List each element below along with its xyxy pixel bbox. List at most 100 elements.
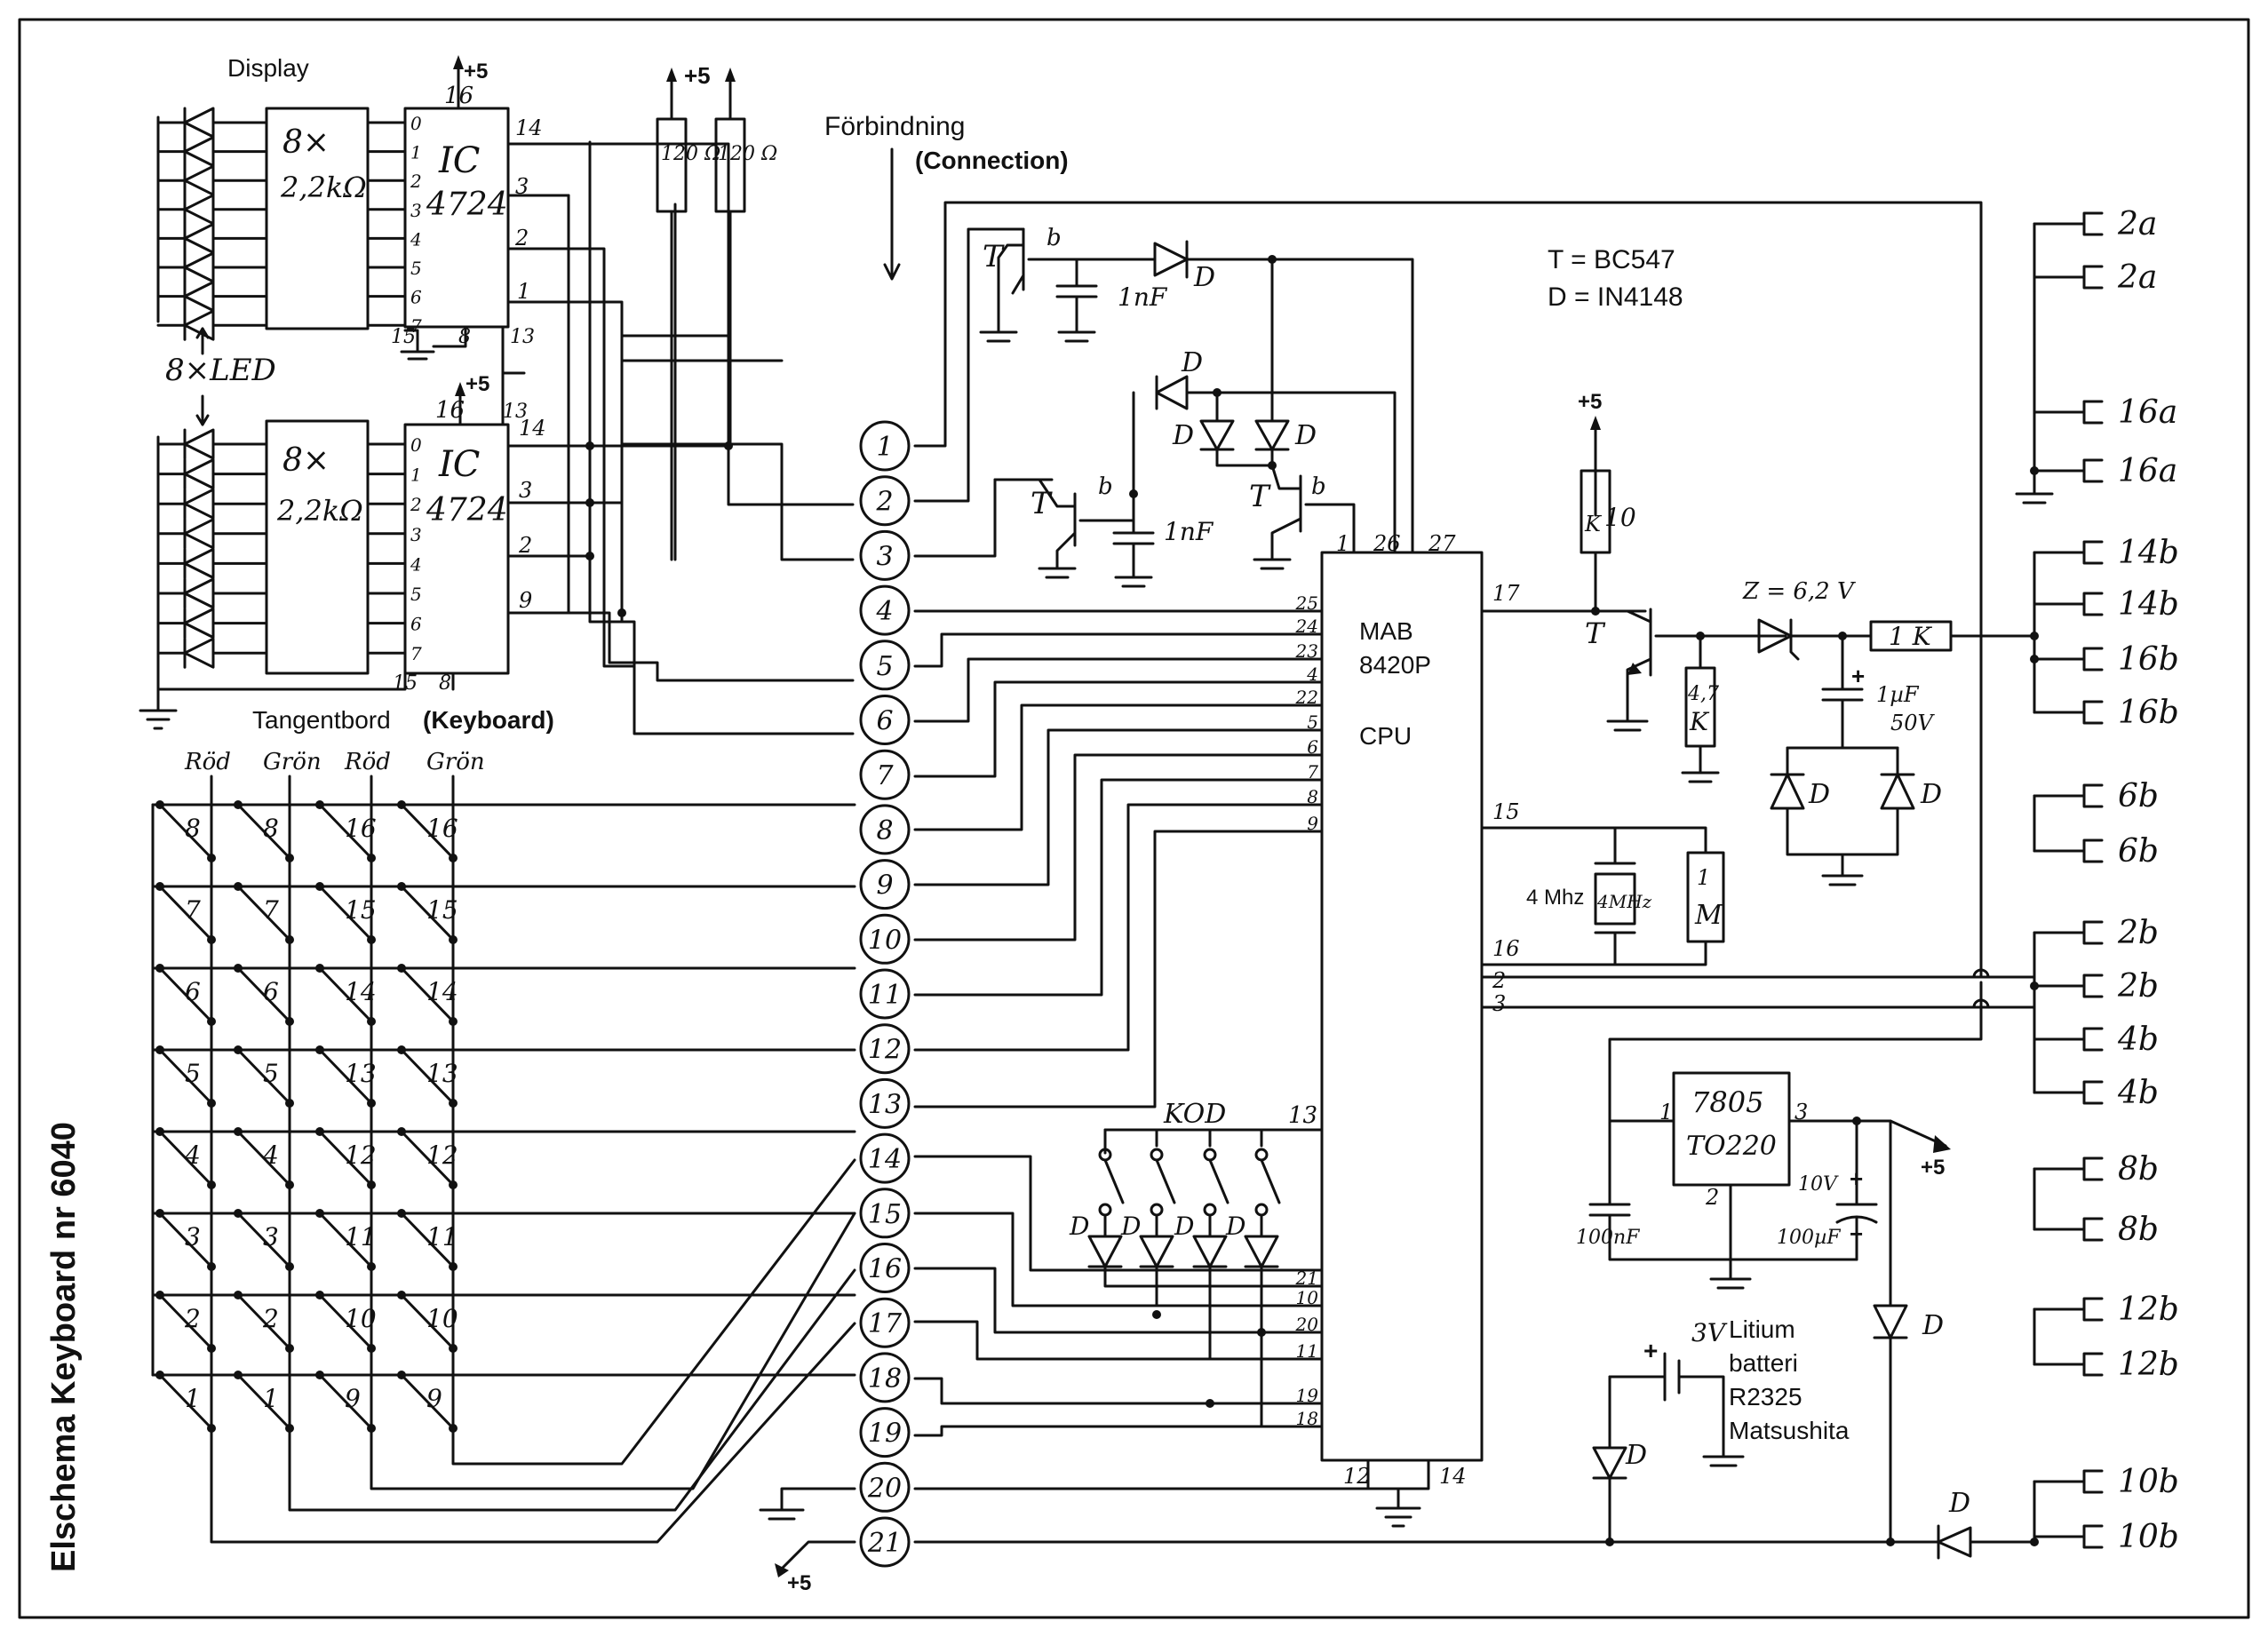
connector-pin: 17 [859,1297,911,1348]
keyboard-key: 7 [155,882,216,944]
keyboard-key-label: 15 [426,895,458,925]
ic-top-pin3: 3 [515,174,529,199]
right-connector-label: 16a [2118,394,2177,431]
led [156,136,407,168]
keyboard-key-label: 16 [345,814,377,843]
keyboard-key: 5 [155,1045,216,1108]
keyboard-column-label: Röd [184,749,231,775]
regulator-c2-value: 100µF [1777,1227,1841,1249]
keyboard-key: 14 [315,964,377,1026]
keyboard-key: 3 [234,1209,294,1271]
ic-top-pin14: 14 [515,115,543,140]
resistor-array-top [265,107,370,330]
battery-line4: Matsushita [1729,1417,1850,1444]
keyboard-key-label: 4 [184,1140,201,1170]
connector-supply-label: +5 [787,1571,811,1595]
keyboard-column-label: Grön [263,749,322,775]
connector-pin: 3 [859,529,911,581]
diode-10b-label: D [1948,1488,1970,1519]
cpu-type: CPU [1359,722,1412,750]
keyboard-key-label: 14 [345,977,377,1006]
keyboard-key-label: 3 [185,1222,201,1252]
led [156,428,407,460]
diode-3-label: D [1172,420,1194,451]
keyboard-key-label: 13 [426,1059,458,1088]
connector-pin-number: 14 [868,1144,902,1175]
keyboard-key-label: 16 [426,814,458,843]
kod-diode-label: D [1120,1212,1141,1241]
connector-pin: 8 [859,804,911,855]
transistor-2-base: b [1098,473,1113,500]
cpu-pin-number: 8 [1307,786,1318,807]
keyboard-key-label: 6 [185,977,201,1006]
ic-pin-number: 4 [410,228,422,250]
connector-pin: 9 [859,859,911,910]
led-label: 8×LED [165,353,276,388]
diode-out-1-label: D [1808,779,1830,810]
connector-pin: 15 [859,1188,911,1239]
connector-pin-number: 9 [876,870,893,902]
connector-pin-number: 10 [868,925,902,956]
transistor-1-base: b [1046,225,1062,251]
led [156,488,407,520]
regulator-package: TO220 [1686,1131,1777,1162]
keyboard-key: 8 [155,800,216,862]
keyboard-key: 1 [234,1371,294,1433]
resistor-array-bottom-count: 8× [283,442,330,479]
keyboard-key: 12 [397,1127,458,1189]
keyboard-key: 6 [234,964,294,1026]
kod-switch: D [1225,1128,1281,1268]
keyboard-key-label: 1 [185,1384,201,1413]
cpu-kod-pin: 20 [1295,1314,1319,1335]
display-label: Display [227,54,309,82]
connector-pin-number: 15 [868,1199,902,1230]
led [156,107,407,139]
keyboard-key: 16 [315,800,377,862]
right-connector-label: 2a [2117,259,2157,296]
connector-pin-number: 21 [867,1528,902,1559]
connector-pin-number: 20 [867,1473,902,1504]
cpu-pin-number: 5 [1307,711,1318,733]
connector-pin: 6 [859,695,911,745]
keyboard-key: 2 [155,1291,216,1353]
ic-pin-number: 7 [410,643,422,664]
diode-reg-label: D [1922,1310,1944,1341]
cpu-right-wires [1480,968,2036,1206]
ic-top-pin1: 1 [517,279,530,304]
regulator-pin2: 2 [1705,1185,1719,1210]
keyboard-key: 16 [397,800,458,862]
keyboard-key: 6 [155,964,216,1026]
output-supply: +5 [1578,390,1602,414]
ic-pin-number: 3 [410,200,422,221]
regulator-out: +5 [1921,1156,1945,1180]
keyboard-key: 9 [315,1371,376,1433]
led [156,608,407,640]
right-connector-label: 6b [2118,833,2159,870]
ic-output-wires [506,140,855,735]
ic-pin-number: 2 [410,171,422,192]
cpu-pin-number: 23 [1295,640,1318,662]
ic-pin-number: 5 [410,584,422,605]
connector-pin: 12 [859,1023,911,1075]
connector-pin: 13 [859,1077,911,1129]
keyboard-key: 11 [315,1209,377,1271]
right-connector-label: 10b [2118,1464,2179,1500]
cpu-kod-pin: 11 [1296,1340,1318,1362]
battery-line3: R2325 [1729,1383,1802,1411]
ic-bottom-supply: +5 [466,372,489,396]
ic-4724-top [403,107,510,329]
cpu-pin-number: 24 [1295,616,1318,637]
cpu-pin-12: 12 [1343,1464,1371,1489]
connector-pin: 4 [859,584,911,636]
keyboard-key: 15 [397,882,458,944]
cpu-name: MAB [1359,617,1413,645]
connector-pin-number: 4 [875,596,893,627]
connector-pin: 18 [859,1352,911,1403]
connector-pin: 20 [859,1461,911,1513]
